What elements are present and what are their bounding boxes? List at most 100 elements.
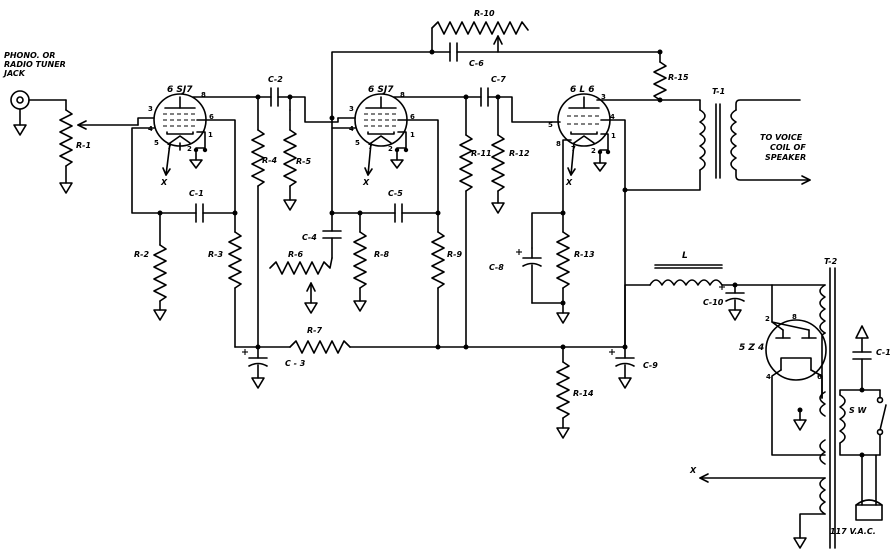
v1-pin-6: 6 bbox=[209, 113, 214, 121]
sw-label: S W bbox=[849, 406, 868, 415]
resistor-r15 bbox=[653, 51, 701, 101]
v3-label: 6 L 6 bbox=[570, 85, 595, 95]
capacitor-c7 bbox=[465, 87, 553, 123]
v1-pin-1: 1 bbox=[208, 131, 213, 139]
v1-pin-5: 5 bbox=[154, 139, 159, 147]
r6-label: R-6 bbox=[288, 250, 303, 259]
resistor-r10 bbox=[431, 21, 529, 53]
c5-label: C-5 bbox=[388, 189, 403, 198]
v2-pin-4: 4 bbox=[349, 125, 354, 133]
input-jack[interactable] bbox=[10, 90, 67, 136]
c8-label: C-8 bbox=[489, 263, 504, 272]
t2-label: T-2 bbox=[824, 257, 838, 266]
x-label-bottom: X bbox=[689, 466, 697, 475]
transformer-t2 bbox=[699, 267, 863, 549]
c10-label: C-10 bbox=[703, 298, 724, 307]
r9-label: R-9 bbox=[447, 250, 462, 259]
capacitor-c3 bbox=[242, 346, 268, 389]
jack-label-2: RADIO TUNER bbox=[4, 60, 66, 69]
resistor-r13 bbox=[556, 212, 570, 324]
c7-label: C-7 bbox=[491, 75, 506, 84]
v1-pin-2: 2 bbox=[187, 145, 192, 153]
rect-pin-8: 8 bbox=[792, 313, 797, 321]
speaker-label-2: COIL OF bbox=[770, 143, 806, 152]
r5-label: R-5 bbox=[296, 157, 311, 166]
v1-label: 6 SJ7 bbox=[167, 85, 193, 95]
x-label-v1: X bbox=[160, 178, 168, 187]
rect-label: 5 Z 4 bbox=[739, 343, 764, 353]
bplus-bus bbox=[257, 340, 626, 354]
power-switch[interactable] bbox=[861, 389, 887, 456]
resistor-r12 bbox=[491, 96, 505, 214]
r14-label: R-14 bbox=[573, 389, 594, 398]
capacitor-c5 bbox=[359, 203, 439, 223]
x-label-v3: X bbox=[565, 178, 573, 187]
resistor-r1 bbox=[59, 99, 139, 194]
jack-label-1: PHONO. OR bbox=[4, 51, 55, 60]
v1-pin-8: 8 bbox=[201, 91, 206, 99]
resistor-r3 bbox=[228, 212, 259, 348]
capacitor-c9 bbox=[609, 346, 635, 389]
rect-pin-6: 6 bbox=[817, 373, 822, 381]
r4-label: R-4 bbox=[262, 156, 277, 165]
c1b-label: C-1 bbox=[876, 348, 891, 357]
v2-pin-5: 5 bbox=[355, 139, 360, 147]
rect-pin-2: 2 bbox=[765, 315, 770, 323]
resistor-r9 bbox=[431, 212, 445, 348]
tube-v3 bbox=[557, 93, 611, 147]
l-label: L bbox=[682, 251, 688, 261]
c3-label: C - 3 bbox=[285, 359, 306, 368]
r1-label: R-1 bbox=[76, 141, 91, 150]
line-capacitor bbox=[852, 325, 872, 391]
v2-pin-6: 6 bbox=[410, 113, 415, 121]
r11-label: R-11 bbox=[471, 149, 492, 158]
r2-label: R-2 bbox=[134, 250, 149, 259]
tube-v2 bbox=[354, 93, 408, 147]
r10-label: R-10 bbox=[474, 9, 495, 18]
v3-pin-8: 8 bbox=[556, 140, 561, 148]
v3-wiring bbox=[531, 99, 661, 348]
resistor-r14 bbox=[556, 346, 570, 439]
tube-rectifier bbox=[765, 284, 827, 456]
capacitor-c2 bbox=[257, 87, 339, 123]
rect-pin-4: 4 bbox=[766, 373, 771, 381]
jack-label-3: JACK bbox=[2, 69, 26, 78]
resistor-r5 bbox=[283, 109, 297, 211]
transformer-t1 bbox=[624, 99, 811, 191]
v2-label: 6 SJ7 bbox=[368, 85, 394, 95]
resistor-r4 bbox=[251, 96, 265, 348]
r15-label: R-15 bbox=[668, 73, 689, 82]
capacitor-c10 bbox=[719, 284, 745, 321]
v2-wiring bbox=[331, 51, 467, 214]
capacitor-c8 bbox=[516, 247, 564, 304]
resistor-r2 bbox=[153, 212, 167, 321]
r13-label: R-13 bbox=[574, 250, 595, 259]
v3-pin-2: 2 bbox=[591, 147, 596, 155]
capacitor-c4 bbox=[322, 212, 342, 259]
resistor-r11 bbox=[459, 96, 473, 348]
v2-pin-3: 3 bbox=[349, 105, 354, 113]
v1-pin-3: 3 bbox=[148, 105, 153, 113]
capacitor-c1 bbox=[159, 203, 236, 223]
v3-pin-4: 4 bbox=[610, 113, 615, 121]
power-plug[interactable] bbox=[855, 454, 883, 521]
v3-pin-5: 5 bbox=[548, 121, 553, 129]
c9-label: C-9 bbox=[643, 361, 658, 370]
v2-pin-2: 2 bbox=[388, 145, 393, 153]
r12-label: R-12 bbox=[509, 149, 530, 158]
v2-pin-8: 8 bbox=[400, 91, 405, 99]
speaker-label-1: TO VOICE bbox=[760, 133, 803, 142]
c6-label: C-6 bbox=[469, 59, 484, 68]
v3-pin-3: 3 bbox=[601, 93, 606, 101]
speaker-label-3: SPEAKER bbox=[765, 153, 806, 162]
resistor-r6 bbox=[269, 257, 333, 314]
r8-label: R-8 bbox=[374, 250, 389, 259]
c4-label: C-4 bbox=[302, 233, 317, 242]
choke-l bbox=[624, 264, 773, 348]
mains-label: 117 V.A.C. bbox=[830, 527, 876, 536]
c2-label: C-2 bbox=[268, 75, 283, 84]
capacitor-c6 bbox=[431, 42, 661, 62]
c1-label: C-1 bbox=[189, 189, 204, 198]
v3-pin-1: 1 bbox=[611, 132, 616, 140]
